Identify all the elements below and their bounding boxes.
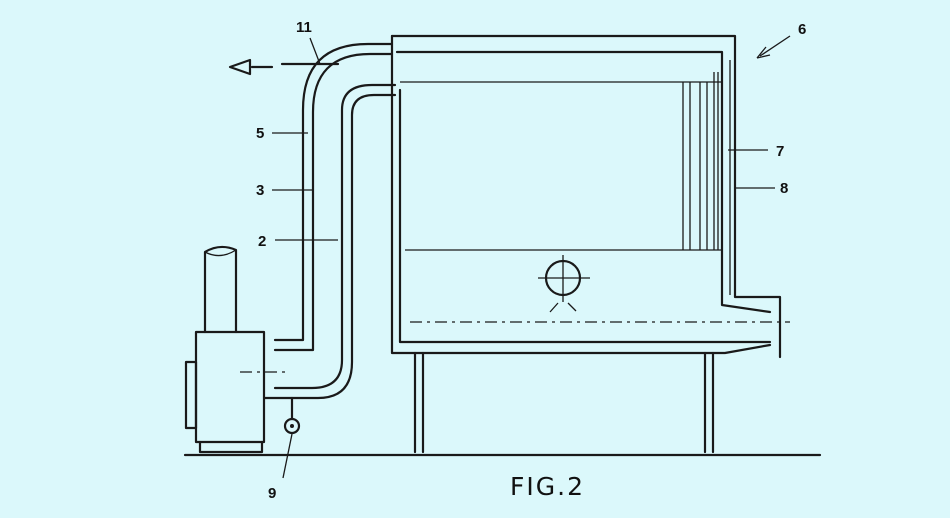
- inner-liner-bottom: [398, 88, 772, 344]
- label-5: 5: [256, 125, 264, 142]
- arrow-6-head: [756, 46, 771, 59]
- outer-casing: [390, 34, 782, 359]
- chimney-rim: [204, 249, 237, 257]
- label-11: 11: [296, 19, 312, 36]
- heater-box: [194, 330, 266, 444]
- heater-base: [198, 440, 264, 454]
- duct-inner: [273, 83, 397, 390]
- exhaust-arrow-head: [228, 58, 252, 76]
- chimney: [203, 245, 238, 334]
- leg-right: [703, 351, 715, 454]
- inner-liner: [395, 50, 772, 314]
- fan-flow-arrows: [549, 302, 577, 313]
- heater-side-panel: [184, 360, 198, 430]
- leader-6: [759, 35, 791, 57]
- label-9: 9: [268, 485, 276, 502]
- duct-inner-inner-wall: [263, 93, 397, 400]
- label-6: 6: [798, 21, 806, 38]
- outer-casing-bottom: [390, 34, 772, 355]
- label-3: 3: [256, 182, 264, 199]
- duct-outer: [273, 42, 394, 342]
- valve-9: [283, 417, 301, 435]
- figure-caption: FIG.2: [510, 472, 585, 501]
- duct-outer-inner-wall: [273, 52, 394, 352]
- label-7: 7: [776, 143, 784, 160]
- valve-center: [290, 424, 294, 428]
- label-8: 8: [780, 180, 788, 197]
- leg-left: [413, 351, 425, 454]
- leader-11: [309, 37, 321, 65]
- label-2: 2: [258, 233, 266, 250]
- leader-9: [282, 433, 293, 479]
